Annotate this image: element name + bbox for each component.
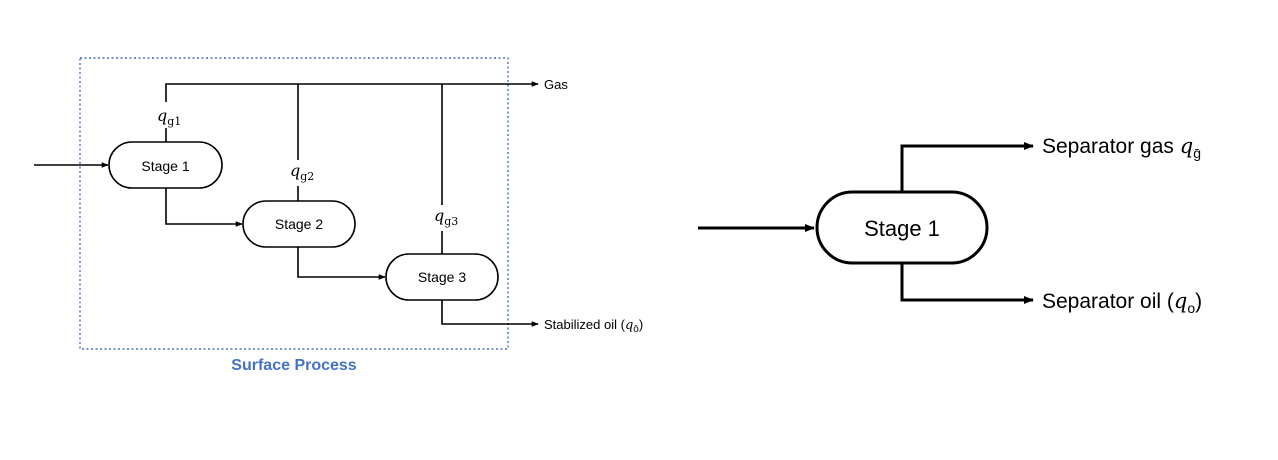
- separator-oil-text: Separator oil (: [1042, 290, 1174, 313]
- stage1-to-stage2-line: [165, 188, 243, 227]
- stage-2-label: Stage 2: [275, 216, 323, 232]
- surface-process-label: Surface Process: [231, 357, 357, 374]
- stage-3-node: Stage 3: [385, 253, 499, 301]
- gas-flow-label-2: qg2: [286, 160, 318, 186]
- separator-gas-subscript: ḡ: [1193, 145, 1201, 161]
- surface-process-diagram: qg1 qg2 qg3 Stage 1 Stage 2 Stage 3: [34, 57, 643, 374]
- separator-oil-line: [900, 263, 1034, 304]
- surface-process-boundary: [79, 57, 509, 350]
- separator-oil-output-label: Separator oil (qo): [1042, 289, 1202, 316]
- gas-flow-subscript-3: g3: [444, 215, 458, 228]
- stage-2-node: Stage 2: [242, 200, 356, 248]
- stage2-to-stage3-line: [297, 247, 386, 280]
- separator-gas-output-label: Separator gas qḡ: [1042, 134, 1201, 161]
- svg-text:qg1: qg1: [157, 106, 181, 128]
- separator-oil-symbol: q: [1174, 289, 1187, 313]
- gas-output-label: Gas: [544, 77, 568, 92]
- gas-flow-subscript-2: g2: [300, 170, 314, 183]
- stabilized-oil-close: ): [639, 317, 643, 332]
- stabilized-oil-symbol: q: [625, 318, 633, 333]
- stabilized-oil-text: Stabilized oil (: [544, 317, 626, 332]
- gas-flow-subscript-1: g1: [167, 115, 181, 128]
- svg-text:qg2: qg2: [290, 161, 314, 183]
- stabilized-oil-output-label: Stabilized oil (qō): [544, 317, 643, 335]
- single-stage-diagram: Stage 1 Separator gas qḡ Separator oil (…: [698, 134, 1202, 316]
- single-stage-label: Stage 1: [864, 216, 940, 241]
- stage-3-label: Stage 3: [418, 269, 466, 285]
- single-stage-node: Stage 1: [815, 190, 989, 265]
- gas-flow-label-1: qg1: [153, 102, 183, 128]
- gas-flow-symbol-3: q: [434, 206, 444, 225]
- separator-gas-line: [900, 142, 1034, 192]
- separator-oil-close: ): [1195, 290, 1202, 313]
- separator-oil-subscript: o: [1187, 300, 1195, 316]
- separator-gas-text: Separator gas: [1042, 135, 1180, 158]
- stage-1-label: Stage 1: [141, 158, 189, 174]
- gas-header-line: [165, 81, 539, 142]
- svg-text:qg3: qg3: [434, 206, 458, 228]
- stage-1-node: Stage 1: [108, 141, 223, 189]
- gas-flow-symbol-1: q: [157, 106, 167, 125]
- stabilized-oil-subscript: ō: [633, 324, 639, 335]
- gas-flow-label-3: qg3: [430, 205, 462, 231]
- separator-gas-symbol: q: [1180, 134, 1193, 158]
- stabilized-oil-line: [441, 300, 539, 327]
- gas-flow-symbol-2: q: [290, 161, 300, 180]
